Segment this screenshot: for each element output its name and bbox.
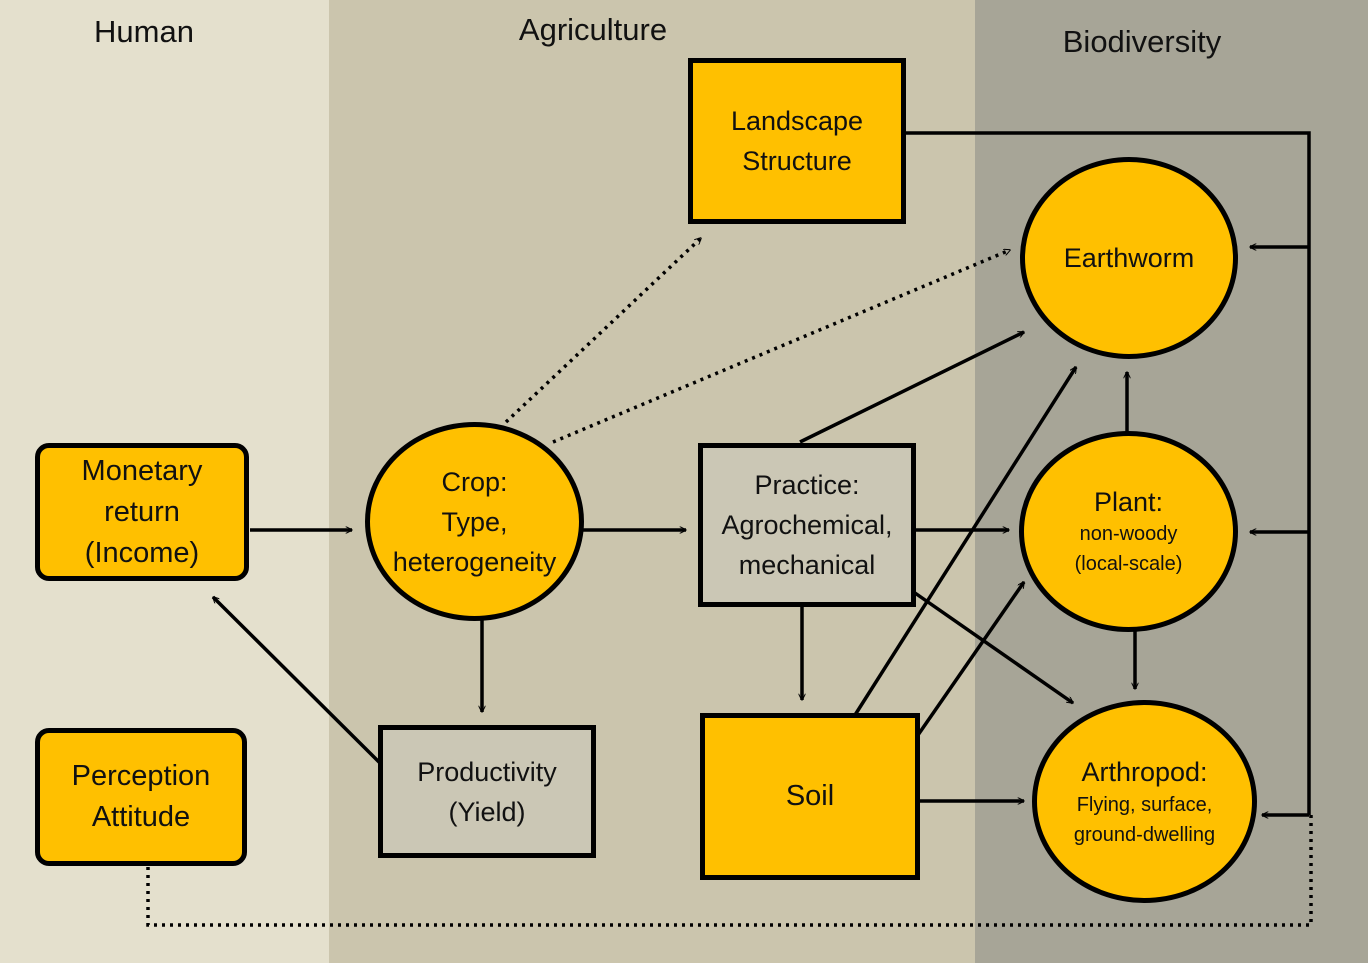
crop-line3: heterogeneity <box>392 546 557 577</box>
plant-line2: non-woody <box>1079 522 1178 545</box>
practice-line1: Practice: <box>754 470 860 500</box>
landscape-line2: Structure <box>742 146 852 176</box>
productivity-node: Productivity (Yield) <box>378 725 596 858</box>
arrow-soil-to-plant <box>916 582 1026 736</box>
arthropod-line3: ground-dwelling <box>1073 823 1216 846</box>
perception-line1: Perception <box>71 760 211 792</box>
crop-line2: Type, <box>441 506 508 537</box>
earthworm-node: Earthworm <box>1020 157 1238 359</box>
perception-line2: Attitude <box>91 801 191 833</box>
arrow-practice-to-arthropod <box>914 591 1073 705</box>
practice-line2: Agrochemical, <box>721 510 893 540</box>
arthropod-node: Arthropod: Flying, surface, ground-dwell… <box>1032 700 1257 903</box>
soil-node: Soil <box>700 713 920 880</box>
monetary-line3: (Income) <box>84 536 200 569</box>
landscape-feedback-line <box>905 131 1311 815</box>
agriculture-heading: Agriculture <box>518 12 668 47</box>
productivity-line1: Productivity <box>417 756 557 787</box>
plant-line1: Plant: <box>1093 486 1164 517</box>
arrow-crop-to-landscape <box>504 236 701 424</box>
arrow-soil-to-earthworm <box>853 367 1078 716</box>
arrow-productivity-to-monetary <box>213 597 382 765</box>
crop-line1: Crop: <box>441 466 508 497</box>
crop-node: Crop: Type, heterogeneity <box>365 422 584 621</box>
arthropod-line2: Flying, surface, <box>1076 793 1213 816</box>
soil-line1: Soil <box>785 780 835 812</box>
perception-attitude-node: Perception Attitude <box>35 728 247 866</box>
practice-node: Practice: Agrochemical, mechanical <box>698 443 916 607</box>
arrow-practice-to-earthworm <box>799 330 1024 444</box>
monetary-line2: return <box>104 495 180 528</box>
arrow-crop-to-earthworm <box>552 248 1010 444</box>
biodiversity-heading: Biodiversity <box>1062 24 1222 59</box>
productivity-line2: (Yield) <box>448 796 526 827</box>
monetary-return-node: Monetary return (Income) <box>35 443 249 581</box>
plant-line3: (local-scale) <box>1074 552 1183 575</box>
plant-node: Plant: non-woody (local-scale) <box>1019 431 1238 632</box>
landscape-line1: Landscape <box>730 106 864 136</box>
arthropod-line1: Arthropod: <box>1081 756 1208 787</box>
practice-line3: mechanical <box>738 550 876 580</box>
landscape-structure-node: Landscape Structure <box>688 58 906 224</box>
human-heading: Human <box>94 14 194 49</box>
monetary-line1: Monetary <box>81 454 203 487</box>
earthworm-line1: Earthworm <box>1063 242 1195 273</box>
